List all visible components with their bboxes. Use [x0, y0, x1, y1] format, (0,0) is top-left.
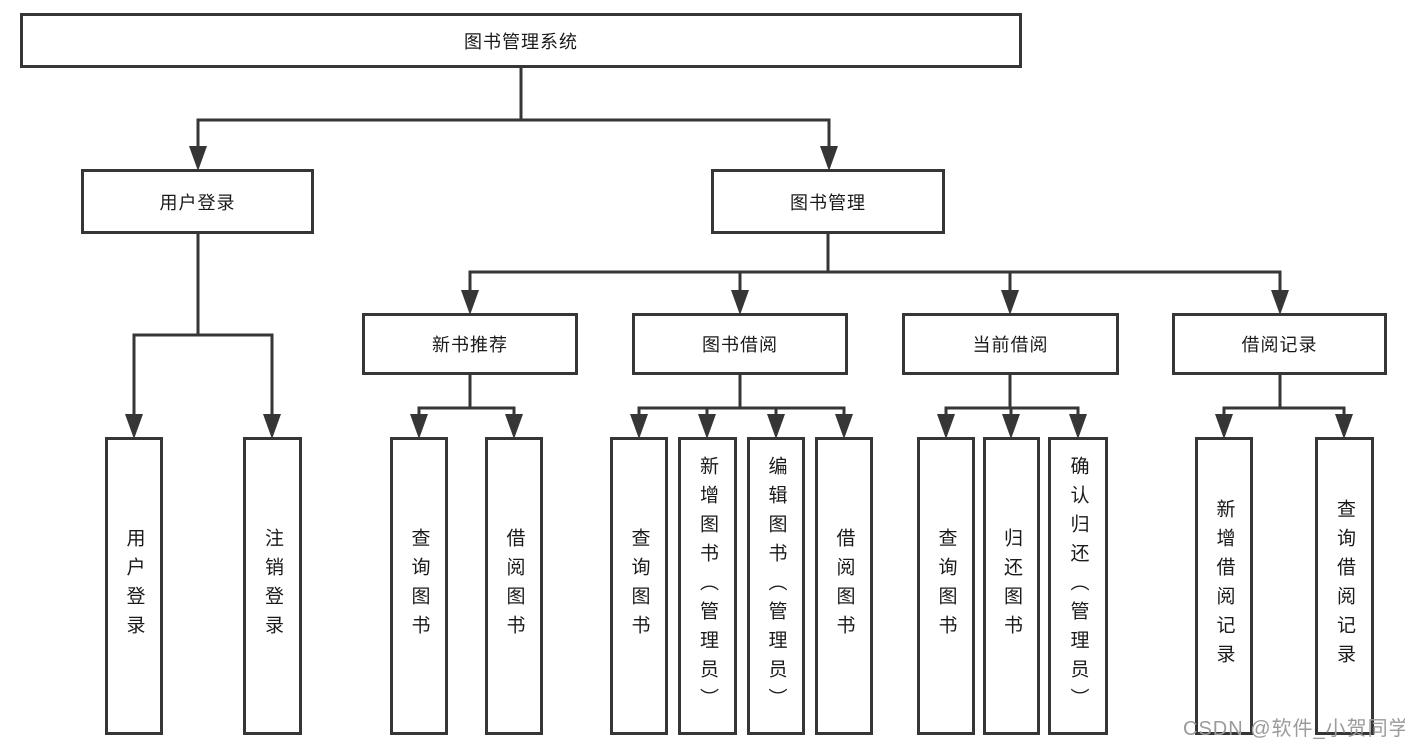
arrowhead-icon — [1215, 414, 1233, 439]
node-new-book-recommendation: 新书推荐 — [362, 313, 578, 375]
node-label: 图书管理 — [790, 192, 866, 213]
leaf-borrow-books-recommend: 借阅图书 — [485, 437, 543, 735]
leaf-logout: 注销登录 — [243, 437, 302, 735]
csdn-watermark: CSDN @软件_小贺同学 — [1183, 718, 1405, 740]
node-label: 查询图书 — [628, 528, 650, 644]
node-user-login: 用户登录 — [81, 169, 314, 234]
node-label: 新增图书（管理员） — [697, 455, 718, 717]
node-book-borrowing: 图书借阅 — [632, 313, 848, 375]
arrowhead-icon — [410, 414, 428, 439]
leaf-query-books-current: 查询图书 — [917, 437, 975, 735]
node-borrowing-records: 借阅记录 — [1172, 313, 1387, 375]
arrowheads — [125, 146, 1353, 439]
leaf-user-login: 用户登录 — [105, 437, 163, 735]
arrowhead-icon — [189, 146, 207, 171]
node-label: 当前借阅 — [972, 335, 1049, 355]
node-label: 确认归还（管理员） — [1067, 455, 1089, 717]
node-label: 查询借阅记录 — [1334, 499, 1355, 673]
node-book-management: 图书管理 — [711, 169, 945, 234]
leaf-return-books: 归还图书 — [983, 437, 1040, 735]
leaf-add-borrow-record: 新增借阅记录 — [1195, 437, 1253, 735]
arrowhead-icon — [125, 414, 143, 439]
connector-path — [132, 66, 1346, 417]
node-label: 借阅图书 — [503, 528, 525, 644]
arrowhead-icon — [461, 290, 479, 315]
node-library-system: 图书管理系统 — [20, 13, 1022, 68]
node-label: 查询图书 — [935, 528, 957, 644]
leaf-edit-books-admin: 编辑图书（管理员） — [747, 437, 805, 735]
node-current-borrowing: 当前借阅 — [902, 313, 1119, 375]
node-label: 新书推荐 — [432, 335, 508, 355]
arrowhead-icon — [698, 414, 716, 439]
node-label: 用户登录 — [123, 528, 145, 644]
node-label: 归还图书 — [1001, 528, 1022, 644]
arrowhead-icon — [1001, 290, 1019, 315]
node-label: 借阅图书 — [833, 528, 855, 644]
leaf-add-books-admin: 新增图书（管理员） — [678, 437, 737, 735]
arrowhead-icon — [1271, 290, 1289, 315]
node-label: 图书借阅 — [702, 335, 778, 355]
leaf-borrow-books-borrowing: 借阅图书 — [815, 437, 873, 735]
node-label: 图书管理系统 — [464, 31, 578, 52]
arrowhead-icon — [1335, 414, 1353, 439]
node-label: 用户登录 — [159, 192, 236, 213]
leaf-query-books-recommend: 查询图书 — [390, 437, 448, 735]
arrowhead-icon — [835, 414, 853, 439]
arrowhead-icon — [263, 414, 281, 439]
node-label: 新增借阅记录 — [1213, 499, 1235, 673]
arrowhead-icon — [1002, 414, 1020, 439]
arrowhead-icon — [505, 414, 523, 439]
arrowhead-icon — [767, 414, 785, 439]
node-label: 注销登录 — [262, 528, 283, 644]
arrowhead-icon — [731, 290, 749, 315]
leaf-confirm-return-admin: 确认归还（管理员） — [1048, 437, 1108, 735]
node-label: 编辑图书（管理员） — [765, 455, 787, 717]
leaf-query-books-borrowing: 查询图书 — [610, 437, 668, 735]
node-label: 查询图书 — [408, 528, 430, 644]
leaf-query-borrow-record: 查询借阅记录 — [1315, 437, 1374, 735]
arrowhead-icon — [1069, 414, 1087, 439]
arrowhead-icon — [820, 146, 838, 171]
node-label: 借阅记录 — [1241, 335, 1318, 355]
arrowhead-icon — [630, 414, 648, 439]
arrowhead-icon — [937, 414, 955, 439]
